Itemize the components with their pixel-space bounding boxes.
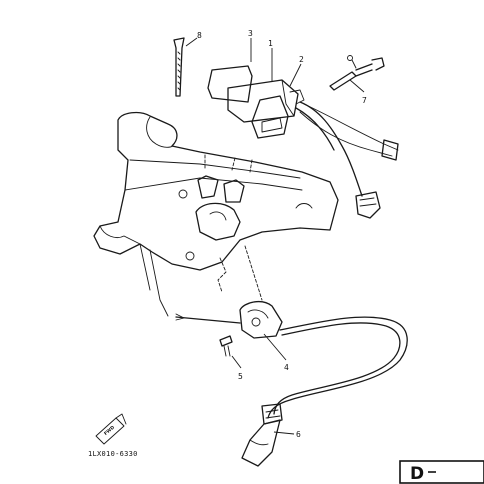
part-coil-cover [207, 65, 253, 103]
frame [93, 111, 339, 317]
part-spark-plug-cap [241, 403, 283, 467]
sheet-marker: D [399, 460, 484, 484]
callout-8: 8 [197, 31, 202, 40]
part-ignition-unit [175, 300, 408, 419]
callout-2: 2 [299, 55, 304, 64]
callout-5: 5 [238, 372, 243, 381]
part-cable-tie [173, 37, 185, 97]
part-screw [219, 335, 233, 357]
sheet-letter: D [410, 464, 424, 484]
part-lead-wire [329, 55, 385, 91]
callout-4: 4 [284, 363, 289, 372]
callout-6: 6 [296, 430, 301, 439]
leader-lines [185, 37, 365, 435]
callout-3: 3 [248, 29, 253, 38]
fwd-arrow-icon: FWD [95, 413, 127, 445]
callout-numbers: 8 3 1 2 7 4 5 6 [197, 29, 367, 439]
callout-1: 1 [268, 39, 273, 48]
drawing-code: 1LX010-6330 [88, 450, 138, 458]
callout-7: 7 [362, 96, 367, 105]
wire-harness [295, 101, 399, 219]
part-ignition-coil [227, 79, 305, 139]
